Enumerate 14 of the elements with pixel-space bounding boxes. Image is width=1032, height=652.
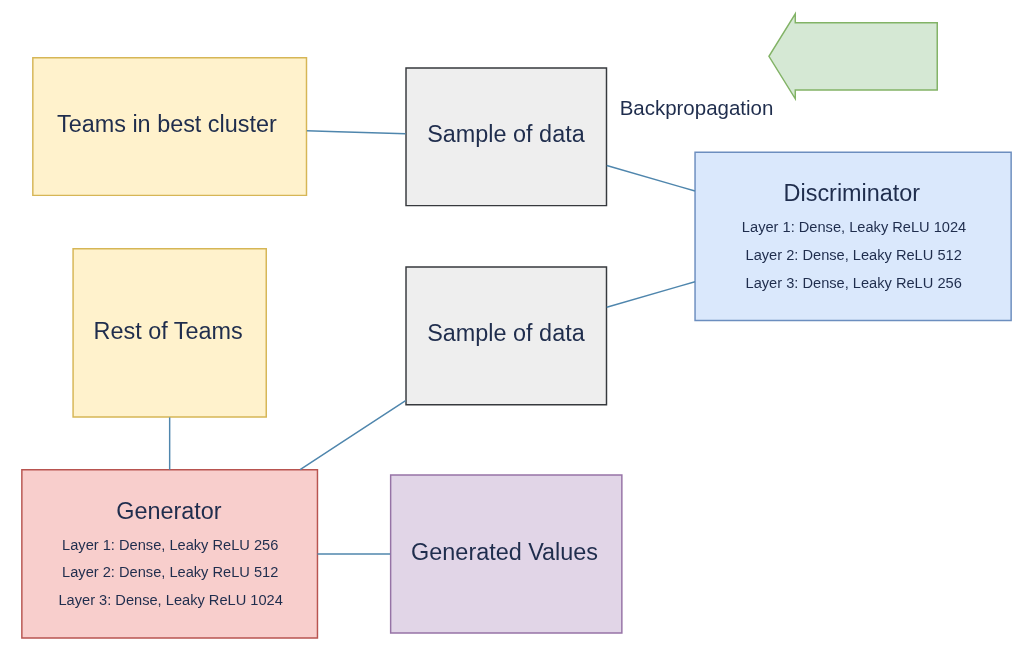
node-box: Sample of data — [404, 67, 607, 207]
node-box: Generator Layer 1: Dense, Leaky ReLU 256 Layer 2: Dense, Leaky ReLU 512 Layer 3: Dense, Leaky ReLU 1024 — [20, 469, 318, 639]
connector — [605, 164, 696, 192]
connector — [305, 130, 406, 135]
node-box: Rest of Teams — [71, 248, 267, 418]
node-box: Generated Values — [389, 474, 623, 634]
connector — [298, 399, 406, 471]
node-box: Sample of data — [404, 266, 607, 406]
connector — [168, 416, 170, 471]
node-label: Backpropagation — [619, 96, 773, 120]
connector — [605, 280, 696, 308]
connector — [316, 553, 391, 555]
node-box: Discriminator Layer 1: Dense, Leaky ReLU 1024 Layer 2: Dense, Leaky ReLU 512 Layer 3: Dense, Leaky ReLU 256 — [693, 151, 1012, 322]
node-box: Teams in best cluster — [31, 57, 307, 197]
